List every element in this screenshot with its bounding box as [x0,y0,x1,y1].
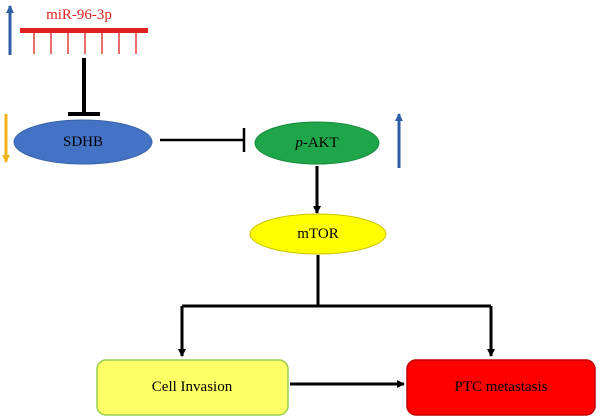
mirna-node: miR-96-3p [20,7,148,54]
cell-invasion-label: Cell Invasion [152,379,233,395]
mtor-ellipse [249,213,387,255]
edge-sdhb-inhibits-pakt [160,128,246,152]
mtor-label: mTOR [297,226,338,242]
pakt-label-rest: -AKT [303,135,339,151]
mirna-label: miR-96-3p [46,7,112,23]
sdhb-label: SDHB [63,134,103,150]
mirna-bar [20,28,148,33]
cell-invasion-box [96,359,289,416]
edge-mtor-branches [178,255,495,357]
edge-mirna-inhibits-sdhb [68,58,100,116]
pakt-ellipse [254,121,380,165]
mirna-ticks [33,33,137,54]
mtor-node: mTOR [249,213,387,255]
pakt-label: p-AKT [294,135,338,151]
ptc-metastasis-node: PTC metastasis [406,359,596,416]
cell-invasion-node: Cell Invasion [96,359,289,416]
pakt-label-italic: p [294,135,303,151]
sdhb-ellipse [13,119,153,165]
sdhb-node: SDHB [13,119,153,165]
pakt-node: p-AKT [254,121,380,165]
ptc-metastasis-box [406,359,596,416]
ptc-metastasis-label: PTC metastasis [455,379,548,395]
